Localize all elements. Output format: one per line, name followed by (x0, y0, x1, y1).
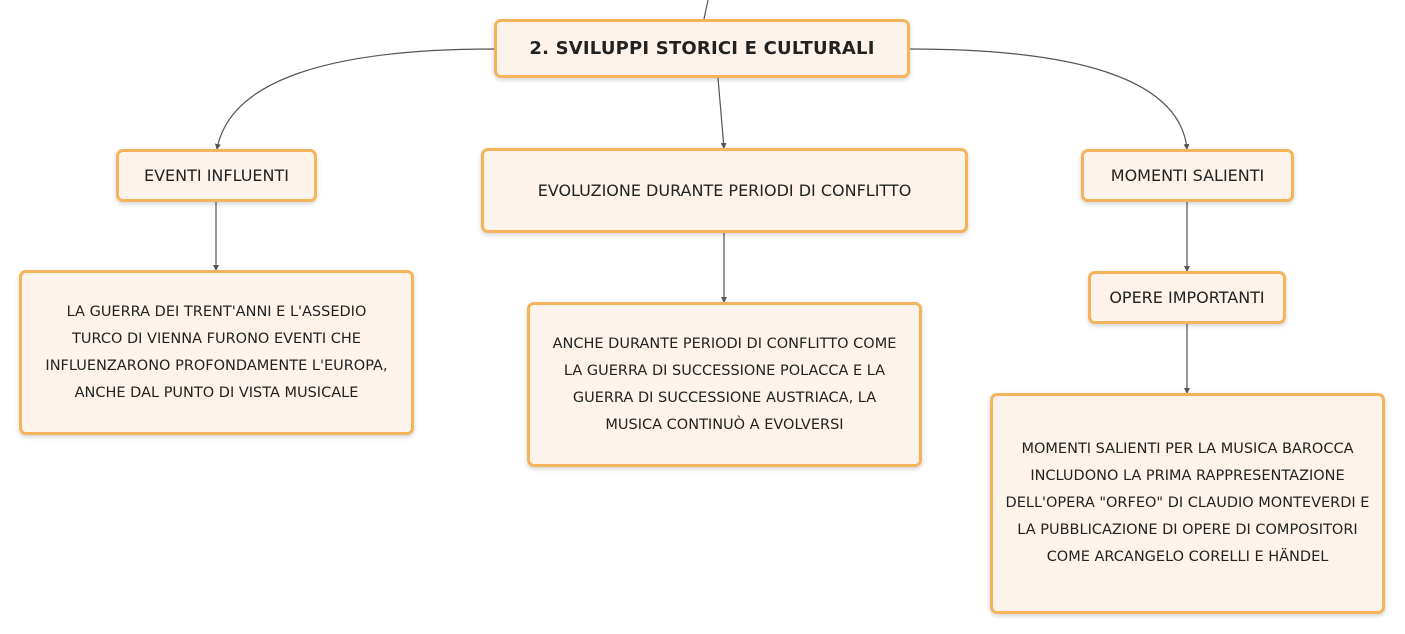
branch-node-momenti-salienti[interactable]: MOMENTI SALIENTI (1081, 149, 1294, 202)
branch-node-label: MOMENTI SALIENTI (1110, 166, 1265, 185)
connector-root-momenti (909, 48, 1190, 150)
branch-node-evoluzione[interactable]: EVOLUZIONE DURANTE PERIODI DI CONFLITTO (481, 148, 968, 233)
leaf-node-momenti-description[interactable]: MOMENTI SALIENTI PER LA MUSICA BAROCCA I… (990, 393, 1385, 614)
connector-incoming (703, 0, 709, 20)
leaf-node-eventi-description[interactable]: LA GUERRA DEI TRENT'ANNI E L'ASSEDIO TUR… (19, 270, 414, 435)
branch-node-label: EVOLUZIONE DURANTE PERIODI DI CONFLITTO (537, 181, 912, 200)
root-node-label: 2. SVILUPPI STORICI E CULTURALI (529, 38, 875, 59)
leaf-node-text: ANCHE DURANTE PERIODI DI CONFLITTO COME … (552, 335, 897, 433)
leaf-node-text: MOMENTI SALIENTI PER LA MUSICA BAROCCA I… (1005, 441, 1370, 565)
connector-root-evoluzione (717, 77, 727, 149)
subbranch-node-opere-importanti[interactable]: OPERE IMPORTANTI (1088, 271, 1286, 324)
root-node[interactable]: 2. SVILUPPI STORICI E CULTURALI (494, 19, 910, 78)
connector-root-eventi (214, 48, 495, 150)
branch-node-eventi-influenti[interactable]: EVENTI INFLUENTI (116, 149, 317, 202)
leaf-node-text: LA GUERRA DEI TRENT'ANNI E L'ASSEDIO TUR… (45, 303, 388, 401)
leaf-node-evoluzione-description[interactable]: ANCHE DURANTE PERIODI DI CONFLITTO COME … (527, 302, 922, 467)
subbranch-node-label: OPERE IMPORTANTI (1109, 288, 1265, 307)
branch-node-label: EVENTI INFLUENTI (144, 166, 289, 185)
